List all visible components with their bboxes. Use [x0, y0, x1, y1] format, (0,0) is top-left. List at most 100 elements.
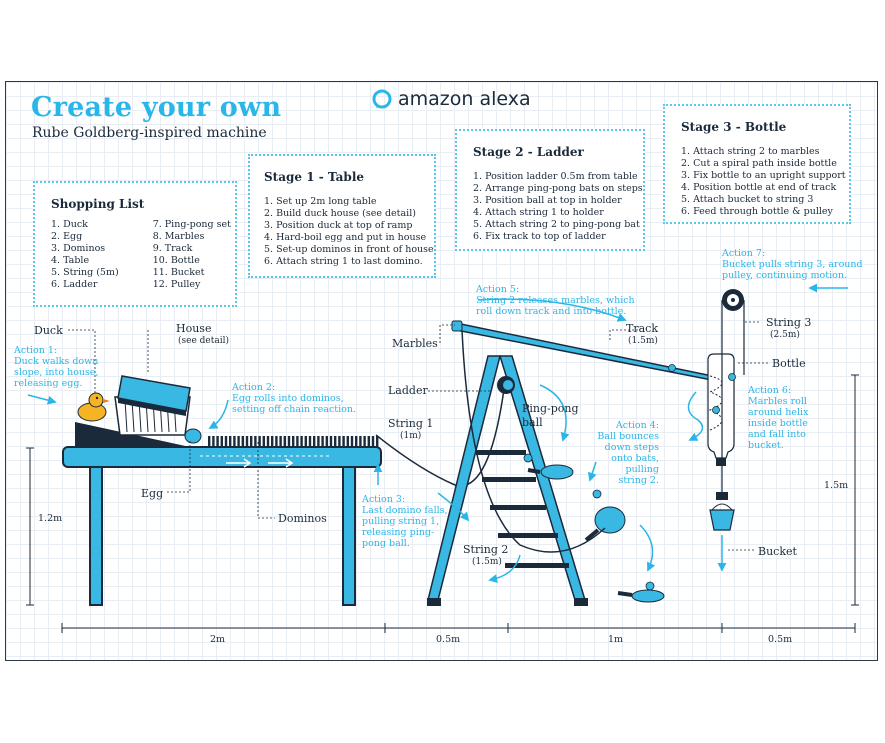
- domino: [241, 436, 244, 447]
- stage-2-step: 2. Arrange ping-pong bats on steps: [473, 183, 643, 194]
- string-1: [375, 381, 506, 487]
- ping-pong-bat-3: [617, 589, 665, 603]
- ping-pong-bat-2: [584, 506, 626, 542]
- domino: [342, 436, 345, 447]
- domino: [279, 436, 282, 447]
- dim-ladder-length: 1m: [608, 634, 624, 645]
- shopping-list-item: 10. Bottle: [152, 255, 200, 266]
- domino: [250, 436, 253, 447]
- action-note-line: pulling: [625, 464, 659, 475]
- stage-3-box: Stage 3 - Bottle 1. Attach string 2 to m…: [663, 104, 851, 224]
- domino: [338, 436, 341, 447]
- action-note-line: Action 5:: [476, 284, 520, 295]
- label-egg: Egg: [141, 487, 164, 500]
- action-note-line: Action 4:: [615, 420, 659, 431]
- domino: [266, 436, 270, 447]
- egg-icon: [184, 428, 202, 444]
- shopping-list-title: Shopping List: [51, 197, 145, 211]
- domino: [229, 436, 232, 447]
- action-note-line: down steps: [604, 442, 659, 453]
- domino: [376, 436, 379, 447]
- shopping-list-item: 9. Track: [152, 243, 193, 254]
- page-title: Create your own: [31, 92, 282, 123]
- shopping-list-item: 1. Duck: [51, 219, 88, 230]
- label-string-1: String 1: [388, 417, 434, 430]
- domino: [317, 436, 320, 447]
- string-2: [461, 329, 606, 553]
- domino: [355, 436, 358, 447]
- domino: [329, 436, 333, 447]
- label-string-3-length: (2.5m): [770, 330, 800, 340]
- domino: [275, 436, 278, 447]
- action-note-line: inside bottle: [748, 418, 808, 429]
- action-note-line: Ball bounces: [597, 431, 659, 442]
- label-track-length: (1.5m): [628, 336, 658, 346]
- dim-total-height: 1.5m: [824, 480, 849, 491]
- action-note-line: releasing egg.: [14, 378, 83, 389]
- action-5-note: Action 5:String 2 releases marbles, whic…: [476, 284, 635, 317]
- stage-1-step: 6. Attach string 1 to last domino.: [264, 256, 423, 267]
- ping-pong-bat-1: [527, 464, 574, 480]
- label-ping-pong-ball: ball: [522, 416, 543, 429]
- label-marbles: Marbles: [392, 337, 438, 350]
- action-note-line: roll down track and into bottle.: [476, 306, 627, 317]
- domino: [233, 436, 236, 447]
- label-duck: Duck: [34, 324, 63, 337]
- domino: [212, 436, 215, 447]
- domino: [321, 436, 324, 447]
- domino: [287, 436, 291, 447]
- stage-2-box: Stage 2 - Ladder 1. Position ladder 0.5m…: [455, 129, 645, 251]
- brand-name: amazon alexa: [398, 88, 531, 110]
- action-note-line: around helix: [748, 407, 809, 418]
- brand-logo: amazon alexa: [372, 88, 531, 110]
- stage-2-title: Stage 2 - Ladder: [473, 145, 584, 159]
- alexa-ring-icon: [372, 89, 392, 109]
- action-note-line: Action 7:: [722, 248, 766, 259]
- domino: [258, 436, 261, 447]
- action-3-note: Action 3:Last domino falls,pulling strin…: [362, 494, 448, 549]
- domino: [224, 436, 228, 447]
- domino: [325, 436, 328, 447]
- stage-3-step: 4. Position bottle at end of track: [681, 182, 837, 193]
- stage-3-step: 3. Fix bottle to an upright support: [681, 170, 846, 181]
- dim-gap-1: 0.5m: [436, 634, 461, 645]
- domino: [296, 436, 299, 447]
- domino: [254, 436, 257, 447]
- stage-1-step: 1. Set up 2m long table: [264, 196, 377, 207]
- action-note-line: Marbles roll: [748, 396, 807, 407]
- label-dominos: Dominos: [278, 512, 327, 525]
- stage-3-step: 5. Attach bucket to string 3: [681, 194, 814, 205]
- label-house-detail: (see detail): [178, 336, 229, 346]
- shopping-list-item: 2. Egg: [51, 231, 83, 242]
- string-3: [721, 300, 745, 500]
- label-leaders: [68, 321, 770, 551]
- stage-2-step: 4. Attach string 1 to holder: [473, 207, 604, 218]
- action-note-line: pong ball.: [362, 538, 410, 549]
- action-note-line: pulling string 1,: [362, 516, 440, 527]
- dim-table-height: 1.2m: [38, 513, 63, 524]
- action-note-line: string 2.: [618, 475, 659, 486]
- dimension-lines: [26, 374, 859, 633]
- label-string-2: String 2: [463, 543, 509, 556]
- label-string-1-length: (1m): [400, 431, 422, 441]
- dominos: [208, 436, 379, 447]
- stage-2-step: 1. Position ladder 0.5m from table: [473, 171, 638, 182]
- shopping-list-item: 8. Marbles: [152, 231, 205, 242]
- action-note-line: Action 3:: [362, 494, 406, 505]
- domino: [346, 436, 349, 447]
- stage-1-step: 4. Hard-boil egg and put in house: [264, 232, 427, 243]
- action-note-line: Duck walks down: [14, 356, 99, 367]
- domino: [208, 436, 211, 447]
- stage-1-step: 2. Build duck house (see detail): [264, 208, 416, 219]
- label-bucket: Bucket: [758, 545, 797, 558]
- action-2-note: Action 2:Egg rolls into dominos,setting …: [232, 382, 356, 415]
